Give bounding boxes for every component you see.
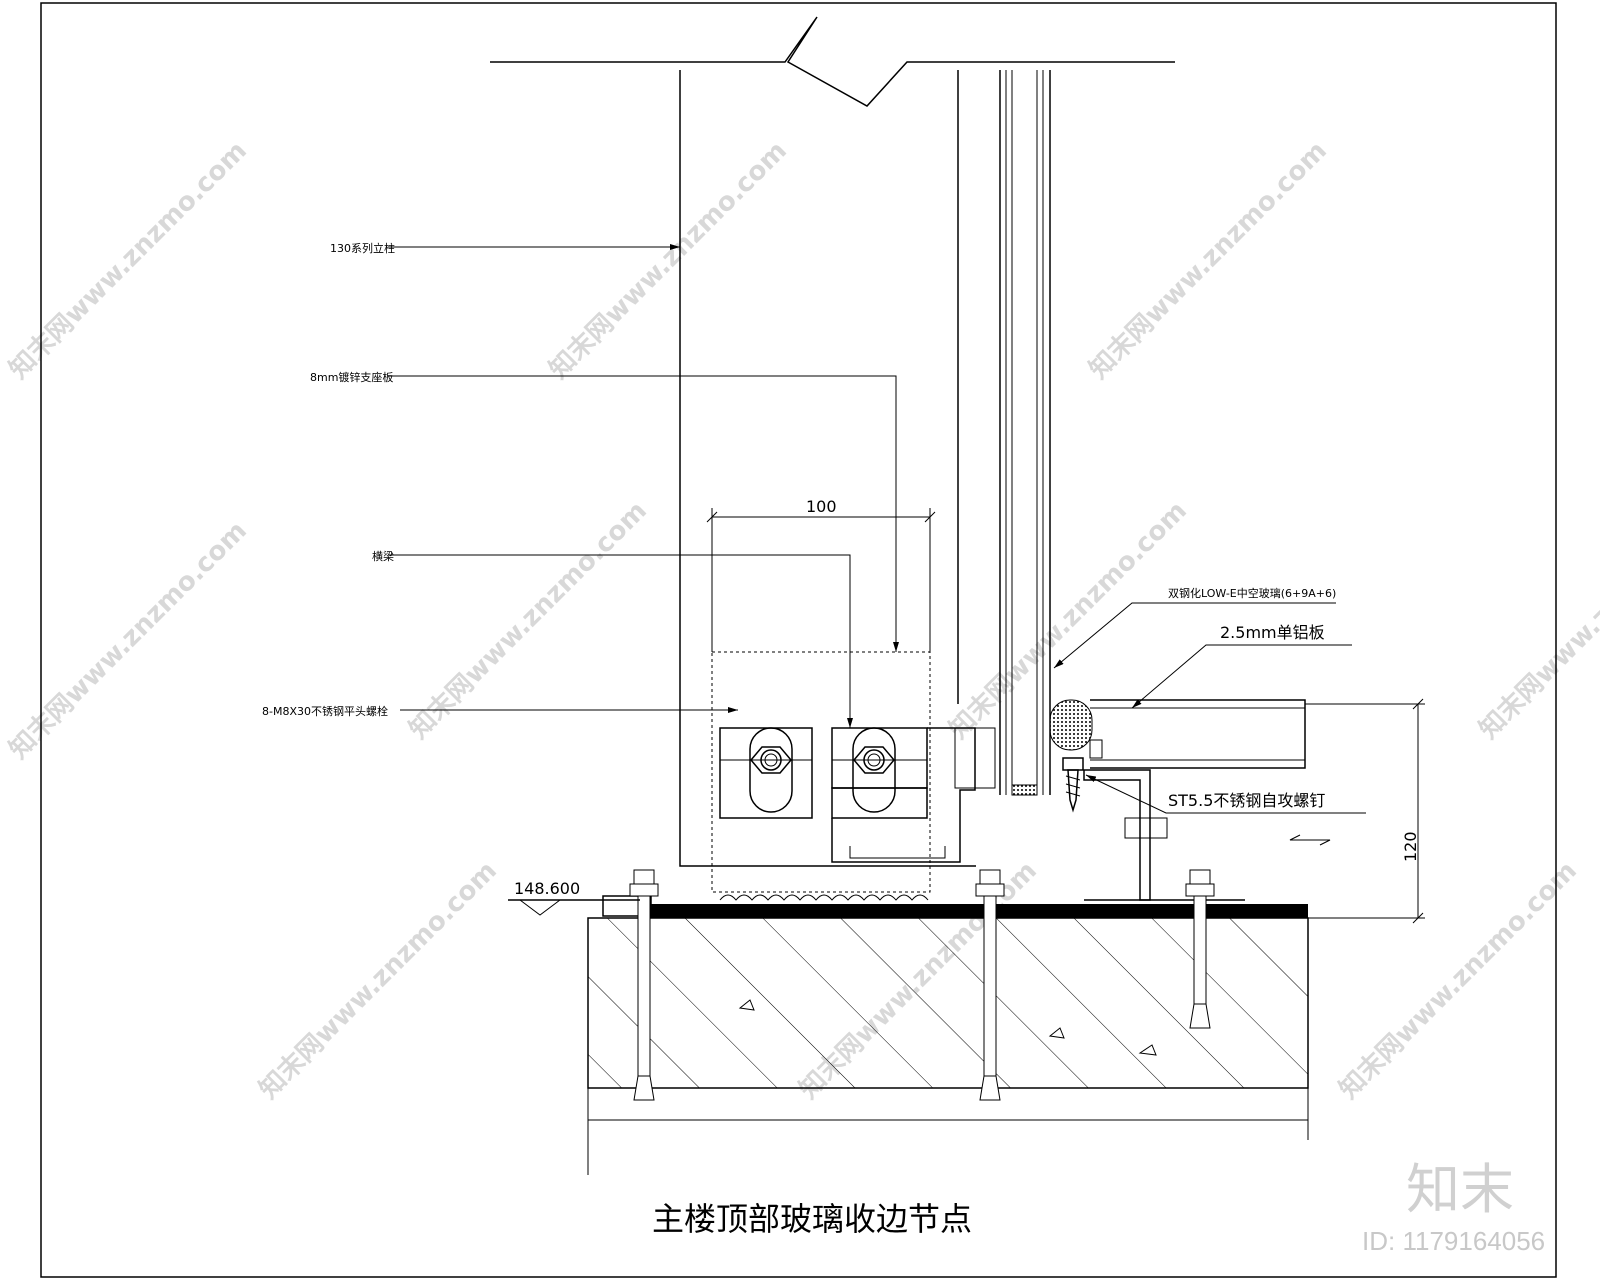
brand-watermark: 知末 [1406,1158,1514,1221]
self-tapping-screw [1062,757,1084,813]
beam-profile [719,727,996,863]
leader-support-plate: 8mm镀锌支座板 [310,370,899,652]
aggregate-mark [1048,1027,1065,1039]
label-beam: 横梁 [372,549,394,563]
dimension-height-label: 120 [1401,831,1420,862]
break-line [490,16,1175,107]
glass-panel [999,70,1051,796]
embedded-plate [643,904,1308,918]
watermark-text: 知末网www.znzmo.com [254,856,503,1105]
label-alu-panel: 2.5mm单铝板 [1220,623,1325,642]
watermark-text: 知末网www.znzmo.com [544,136,793,385]
leader-bolts: 8-M8X30不锈钢平头螺栓 [262,704,738,718]
drawing-border [40,2,1557,1278]
id-watermark: ID: 1179164056 [1362,1226,1545,1256]
label-support-plate: 8mm镀锌支座板 [310,370,393,384]
leader-screw: ST5.5不锈钢自攻螺钉 [1085,774,1366,814]
angle-bracket [1083,769,1245,901]
anchor-bolt-3 [1185,869,1215,1029]
leader-alu-panel: 2.5mm单铝板 [1131,623,1352,709]
watermark-text: 知末网www.znzmo.com [1334,856,1583,1105]
watermark-text: 知末网www.znzmo.com [404,496,653,745]
anchor-bolt-2 [975,869,1005,1101]
elevation-label: 148.600 [514,879,580,898]
weld-bead [719,894,929,901]
concrete-slab [587,917,1309,1089]
break-symbol [1289,834,1331,846]
drawing-title: 主楼顶部玻璃收边节点 [652,1200,972,1238]
dimension-120: 120 [1305,698,1425,924]
support-plate-outline [711,651,931,893]
plate-shim [602,895,652,917]
aggregate-mark [738,999,755,1011]
watermark-text: 知末网www.znzmo.com [1474,496,1600,745]
mullion-outline [679,70,976,867]
label-glass: 双钢化LOW-E中空玻璃(6+9A+6) [1168,586,1336,600]
leader-mullion: 130系列立柱 [330,241,680,255]
aggregate-mark [1138,1044,1157,1056]
anchor-bolt-1 [629,869,659,1101]
bolt-right [832,727,927,813]
label-bolts: 8-M8X30不锈钢平头螺栓 [262,704,388,718]
bolt-left [720,727,812,813]
label-mullion: 130系列立柱 [330,241,395,255]
foam-rod [1049,699,1093,751]
elevation-marker: 148.600 [508,879,640,916]
watermark-text: 知末网www.znzmo.com [1084,136,1333,385]
dimension-width-label: 100 [806,497,837,516]
aluminum-panel [1089,699,1306,769]
dimension-100: 100 [706,497,936,652]
leader-beam: 横梁 [372,549,853,728]
label-screw: ST5.5不锈钢自攻螺钉 [1168,791,1325,810]
leader-glass: 双钢化LOW-E中空玻璃(6+9A+6) [1053,586,1336,669]
